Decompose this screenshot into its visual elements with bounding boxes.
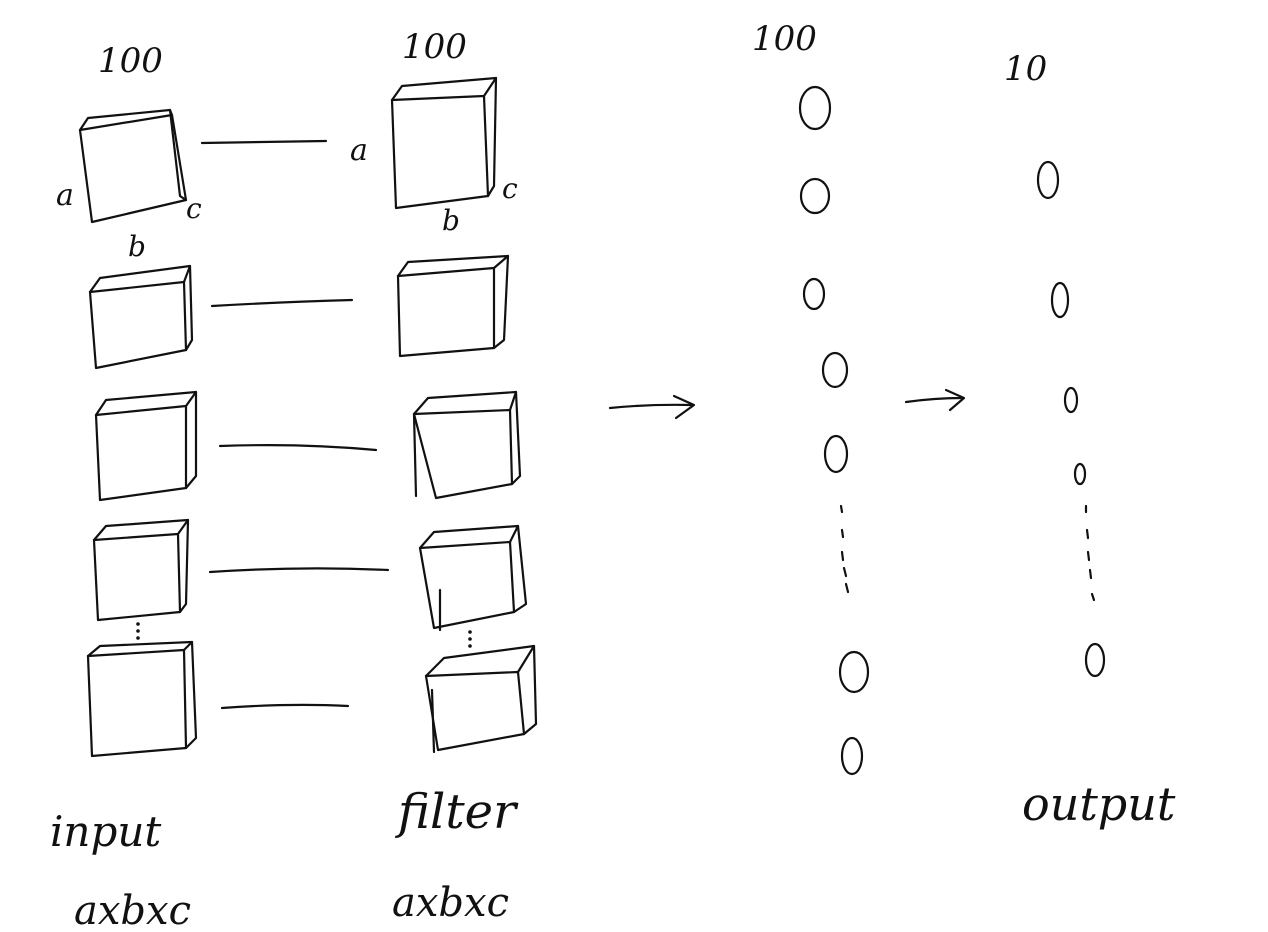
hidden-ellipsis: [839, 504, 850, 594]
hidden-node: [802, 277, 826, 311]
filter-cube-3: [412, 390, 522, 500]
input-cube-3: [94, 390, 198, 502]
hidden-count-label: 100: [752, 19, 817, 59]
connection-line-3: [218, 444, 378, 452]
output-node: [1050, 281, 1070, 319]
arrow-to-hidden: [608, 394, 696, 420]
hidden-node: [799, 177, 831, 215]
hidden-node: [798, 85, 832, 131]
hidden-node: [840, 736, 864, 776]
input-count-label: 100: [98, 41, 163, 81]
input-dim-a: a: [56, 178, 74, 213]
input-ellipsis: [136, 622, 140, 640]
filter-ellipsis: [468, 630, 472, 648]
input-cube-5: [86, 640, 198, 758]
input-name-label: input: [50, 807, 161, 856]
output-count-label: 10: [1004, 49, 1047, 89]
filter-name-label: filter: [395, 784, 519, 840]
output-name-label: output: [1022, 777, 1176, 831]
connection-line-4: [208, 567, 390, 574]
connection-line-2: [210, 298, 354, 308]
filter-dim-a: a: [350, 133, 368, 168]
input-shape-label: axbxc: [74, 888, 191, 932]
input-dim-c: c: [186, 192, 202, 225]
filter-cube-1: [390, 76, 498, 210]
filter-shape-label: axbxc: [392, 880, 509, 926]
connection-line-1: [200, 139, 328, 145]
input-cube-1: [78, 108, 188, 224]
hidden-node: [821, 351, 849, 389]
filter-dim-b: b: [442, 204, 460, 237]
hidden-layer: [798, 85, 870, 776]
hidden-node: [823, 434, 849, 474]
filter-cube-5: [424, 644, 538, 754]
filter-cube-4: [418, 524, 528, 632]
output-ellipsis: [1084, 504, 1096, 602]
output-node: [1084, 642, 1106, 678]
input-cube-4: [92, 518, 190, 622]
filter-count-label: 100: [402, 27, 467, 67]
output-layer: [1036, 160, 1106, 678]
input-cube-2: [88, 264, 194, 370]
filter-cube-2: [396, 254, 510, 358]
hidden-node: [838, 650, 870, 694]
output-node: [1073, 462, 1087, 486]
output-node: [1036, 160, 1060, 200]
arrow-to-output: [904, 388, 966, 412]
output-node: [1063, 386, 1079, 414]
input-dim-b: b: [128, 230, 146, 263]
filter-dim-c: c: [502, 172, 518, 205]
connection-line-5: [220, 703, 350, 710]
